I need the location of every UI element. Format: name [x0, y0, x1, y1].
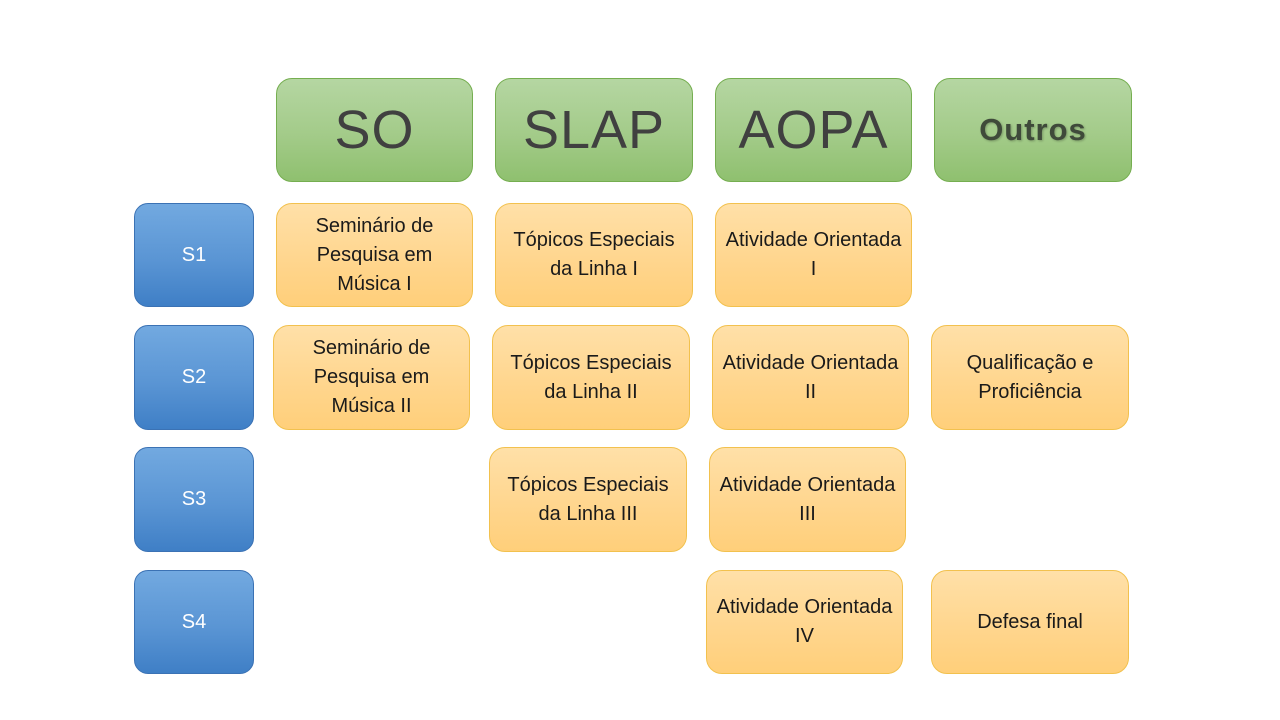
header-outros: Outros	[934, 78, 1132, 182]
course-s1-so: Seminário de Pesquisa em Música I	[276, 203, 473, 307]
course-s4-aopa: Atividade Orientada IV	[706, 570, 903, 674]
semester-s3: S3	[134, 447, 254, 552]
course-s3-aopa: Atividade Orientada III	[709, 447, 906, 552]
course-s3-slap: Tópicos Especiais da Linha III	[489, 447, 687, 552]
semester-s4: S4	[134, 570, 254, 674]
header-aopa: AOPA	[715, 78, 912, 182]
semester-s1: S1	[134, 203, 254, 307]
semester-s2: S2	[134, 325, 254, 430]
header-so: SO	[276, 78, 473, 182]
course-s2-so: Seminário de Pesquisa em Música II	[273, 325, 470, 430]
course-s2-aopa: Atividade Orientada II	[712, 325, 909, 430]
course-s2-slap: Tópicos Especiais da Linha II	[492, 325, 690, 430]
header-slap: SLAP	[495, 78, 693, 182]
course-s1-aopa: Atividade Orientada I	[715, 203, 912, 307]
course-s4-outros: Defesa final	[931, 570, 1129, 674]
course-s1-slap: Tópicos Especiais da Linha I	[495, 203, 693, 307]
course-s2-outros: Qualificação e Proficiência	[931, 325, 1129, 430]
